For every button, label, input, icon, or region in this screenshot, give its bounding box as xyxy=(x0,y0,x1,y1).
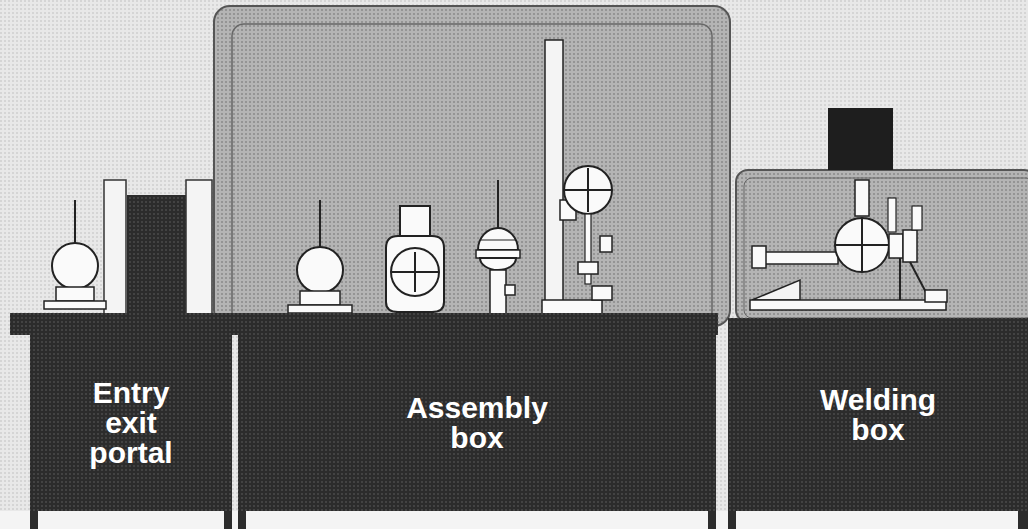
cabinet-label: Assembly box xyxy=(406,393,548,453)
base-cabinet: Welding box xyxy=(728,318,1028,511)
cabinet-label: Entry exit portal xyxy=(89,378,172,468)
cabinet-label: Welding box xyxy=(820,385,936,445)
base-cabinet: Assembly box xyxy=(238,335,716,511)
base-cabinet: Entry exit portal xyxy=(30,335,232,511)
